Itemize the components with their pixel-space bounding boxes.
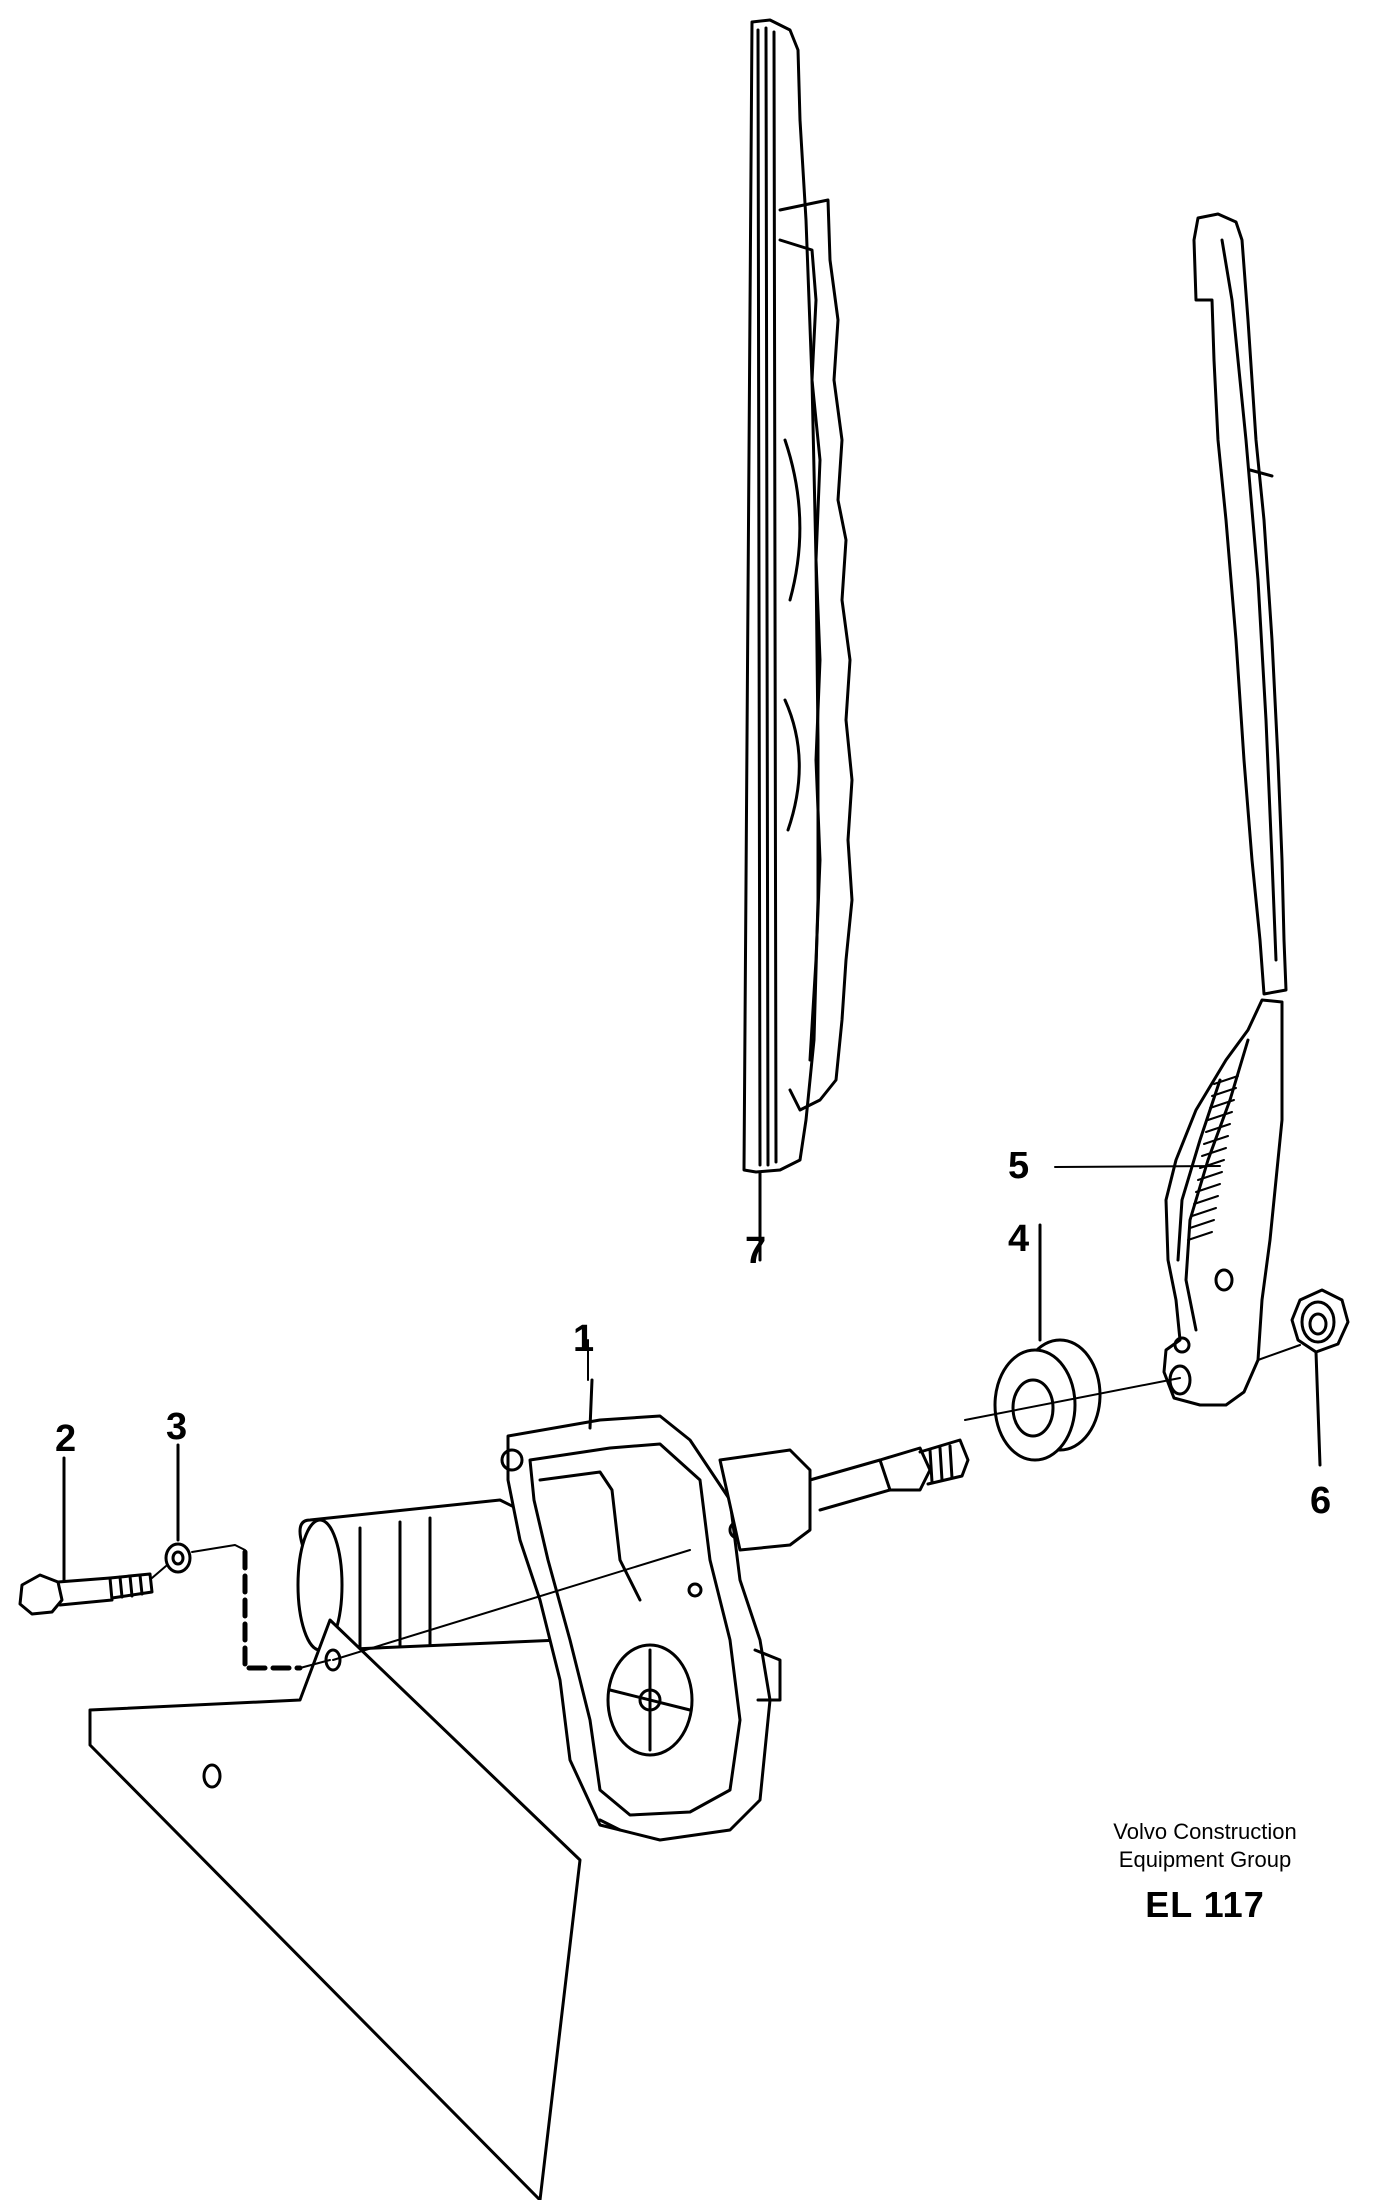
washer-icon (151, 1443, 331, 1671)
callout-3: 3 (166, 1406, 188, 1448)
credit-line-2: Equipment Group (1118, 1847, 1292, 1872)
callout-1: 1 (573, 1318, 595, 1360)
wiper-arm-icon (1162, 212, 1288, 1407)
callout-6: 6 (1310, 1480, 1332, 1522)
mounting-bracket-icon (88, 1549, 691, 2200)
wiper-motor-icon (296, 1378, 970, 1842)
illustration-code: EL 117 (1145, 1884, 1265, 1925)
seal-icon (993, 1223, 1102, 1462)
nut-icon (1290, 1288, 1350, 1467)
callout-5: 5 (1008, 1145, 1030, 1187)
callout-2: 2 (55, 1418, 77, 1460)
callout-4: 4 (1008, 1218, 1030, 1260)
callout-7: 7 (745, 1230, 767, 1272)
credit-line-1: Volvo Construction (1113, 1819, 1297, 1844)
bolt-icon (18, 1456, 154, 1616)
publisher-credit: Volvo Construction Equipment Group EL 11… (1005, 1818, 1391, 1926)
wiper-blade-icon (742, 18, 854, 1262)
